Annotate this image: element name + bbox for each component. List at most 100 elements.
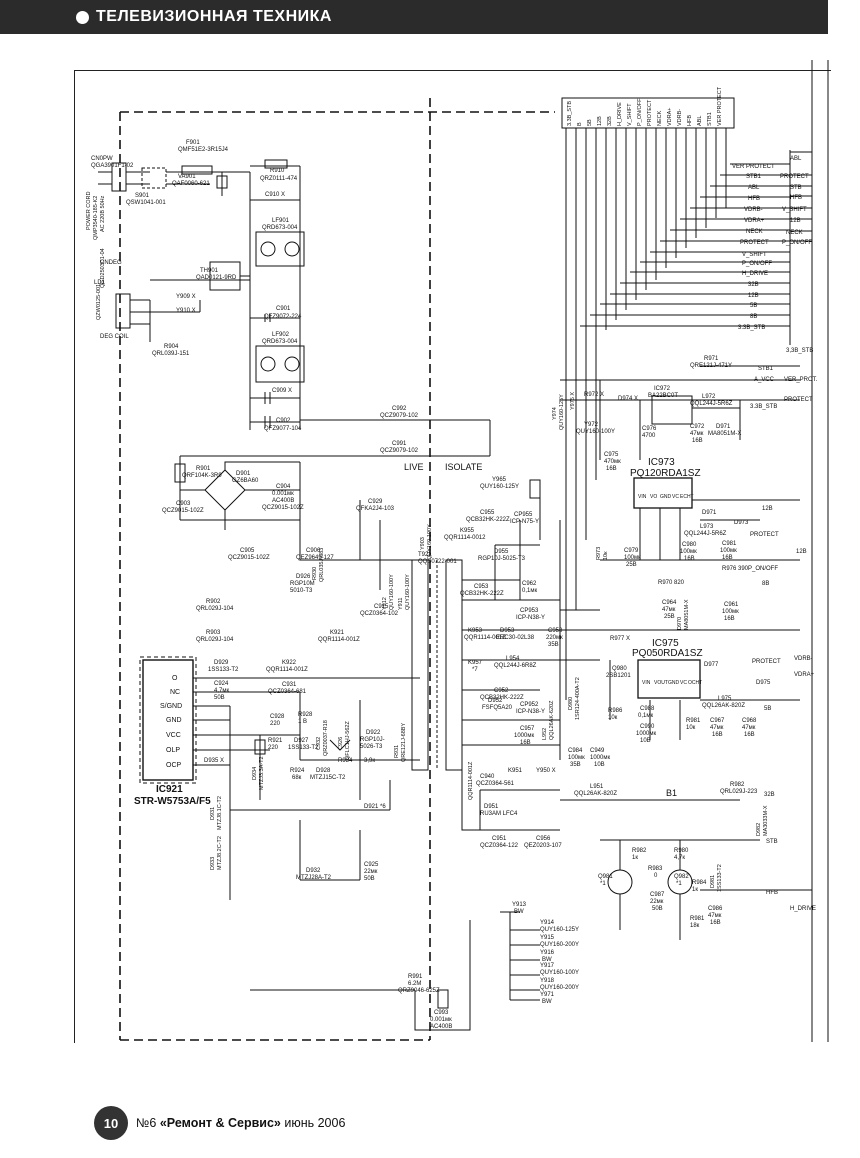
- sig-a-7: PROTECT: [740, 240, 769, 246]
- c987-v: 50B: [652, 906, 663, 912]
- c949-label: C949: [590, 748, 605, 754]
- ic975-pin-vin: VIN: [642, 680, 651, 686]
- d982-label: D982: [756, 823, 762, 836]
- c915-label: C915: [374, 604, 389, 610]
- pin-3: 12B: [597, 116, 603, 126]
- r976-label: R976 390: [722, 566, 749, 572]
- sig-b-7: P_ON/OFF: [782, 240, 812, 246]
- c926-label: C926: [338, 737, 344, 750]
- c901-label: C901: [276, 306, 291, 312]
- ic975-label: IC975: [652, 638, 679, 649]
- pin-4: 32B: [607, 116, 613, 126]
- d953-label: D953: [500, 628, 515, 634]
- y911-part: QUY160-100Y: [405, 574, 411, 610]
- c990-val: 1000мк: [636, 731, 656, 737]
- d931-part: MTZJ8.1C-T2: [217, 796, 223, 830]
- s901-part: QSW1041-001: [126, 200, 166, 206]
- y913-v: BW: [514, 909, 524, 915]
- q982-label: Q982: [674, 874, 689, 880]
- d970-part: MA8051M-X: [684, 599, 690, 630]
- pin-7: P_ON/OFF: [637, 98, 643, 126]
- r931-part: QRE121J-68BY: [401, 723, 407, 762]
- c972-label: C972: [690, 424, 705, 430]
- header-bar: ТЕЛЕВИЗИОННАЯ ТЕХНИКА: [0, 0, 828, 34]
- th901-label: TH901: [200, 268, 219, 274]
- footer-issue: №6: [136, 1116, 157, 1130]
- ld1-label: LD1: [94, 280, 106, 286]
- out-stb1: STB1: [758, 366, 774, 372]
- r924-label: R924: [290, 768, 305, 774]
- c925-label: C925: [364, 862, 379, 868]
- c957-val: 1000мк: [514, 733, 534, 739]
- sig-a-12: 12B: [748, 293, 759, 299]
- k922-part: QQR1114-001Z: [266, 667, 308, 673]
- c993-label: C993: [434, 1010, 449, 1016]
- footer-date: июнь 2006: [284, 1116, 346, 1130]
- sig-a-15: 3.3B_STB: [738, 325, 765, 331]
- r983-val: 0: [654, 873, 658, 879]
- r982b-label: R982: [632, 848, 647, 854]
- r928-val: 1 B: [298, 719, 307, 725]
- c953-label: C953: [474, 584, 489, 590]
- sig-a-5: VDRA+: [744, 218, 765, 224]
- f901-part: QMF51E2-3R15J4: [178, 147, 229, 153]
- c975-val: 470мк: [604, 459, 621, 465]
- y912-part: QUY160-100Y: [389, 574, 395, 610]
- c903-part: QCZ9015-102Z: [162, 508, 204, 514]
- c955-part: QCB32HK-222Z: [466, 517, 510, 523]
- l954-part: QQL244J-6R8Z: [494, 663, 537, 669]
- c984-v: 35B: [570, 762, 581, 768]
- pin-8: PROTECT: [647, 99, 653, 126]
- ic921-pin-olp: OLP: [166, 747, 180, 754]
- c955-label: C955: [480, 510, 495, 516]
- sig-b-0: ABL: [790, 156, 802, 162]
- d982-part: MA3033M-X: [763, 805, 769, 836]
- ld1-part: QZW0125-001: [96, 284, 102, 320]
- y912-label: Y912: [382, 597, 388, 610]
- c988-val: 0,1мк: [638, 713, 653, 719]
- f901-label: F901: [186, 140, 200, 146]
- out-protect2: PROTECT: [750, 532, 779, 538]
- sig-b-2: STB: [790, 185, 802, 191]
- c979-label: C979: [624, 548, 639, 554]
- c986-label: C986: [708, 906, 723, 912]
- r921-label: R921: [268, 738, 283, 744]
- ic921-part: STR-W5753A/F5: [134, 796, 211, 807]
- d922-label: D922: [366, 730, 381, 736]
- footer-text: №6 «Ремонт & Сервис» июнь 2006: [136, 1116, 345, 1130]
- r973-label: R973: [596, 547, 602, 560]
- r972-label: R972 X: [584, 392, 604, 398]
- y950-label: Y950 X: [536, 768, 556, 774]
- footer: 10 №6 «Ремонт & Сервис» июнь 2006: [94, 1106, 345, 1140]
- cnopw-part: QGA3901F1-02: [91, 163, 134, 169]
- sig-a-4: VDRB-: [744, 207, 763, 213]
- c929-part: QFKA2J4-103: [356, 506, 395, 512]
- c952-label: C952: [494, 688, 509, 694]
- l973-label: L973: [700, 524, 714, 530]
- d901-label: D901: [236, 471, 251, 477]
- live-label: LIVE: [404, 462, 424, 472]
- sig-a-13: 5B: [750, 303, 757, 309]
- r981-val: 10к: [686, 725, 696, 731]
- lf901-part: QRD673-004: [262, 225, 298, 231]
- y918-part: QUY160-200Y: [540, 985, 579, 991]
- r980-label: R980: [674, 848, 689, 854]
- y972-part: QUY160-100Y: [576, 429, 615, 435]
- schematic-frame: [74, 70, 831, 1043]
- c980-label: C980: [682, 542, 697, 548]
- y917-part: QUY160-100Y: [540, 970, 579, 976]
- y918-label: Y918: [540, 978, 555, 984]
- out-vdra: VDRA+: [794, 672, 815, 678]
- ic975-pin-vout: VOUT: [654, 680, 668, 686]
- r904-label: R904: [164, 344, 179, 350]
- d926-label: D926: [296, 574, 311, 580]
- bullet-icon: [76, 10, 89, 24]
- c958-val: 220мк: [546, 635, 563, 641]
- y916-label: Y916: [540, 950, 555, 956]
- d977-label: D977: [704, 662, 719, 668]
- cp955-part: ICP-N75-Y: [510, 519, 539, 525]
- d932-part: MTZJ28A-T2: [296, 875, 332, 881]
- c981-label: C981: [722, 541, 737, 547]
- c964-label: C964: [662, 600, 677, 606]
